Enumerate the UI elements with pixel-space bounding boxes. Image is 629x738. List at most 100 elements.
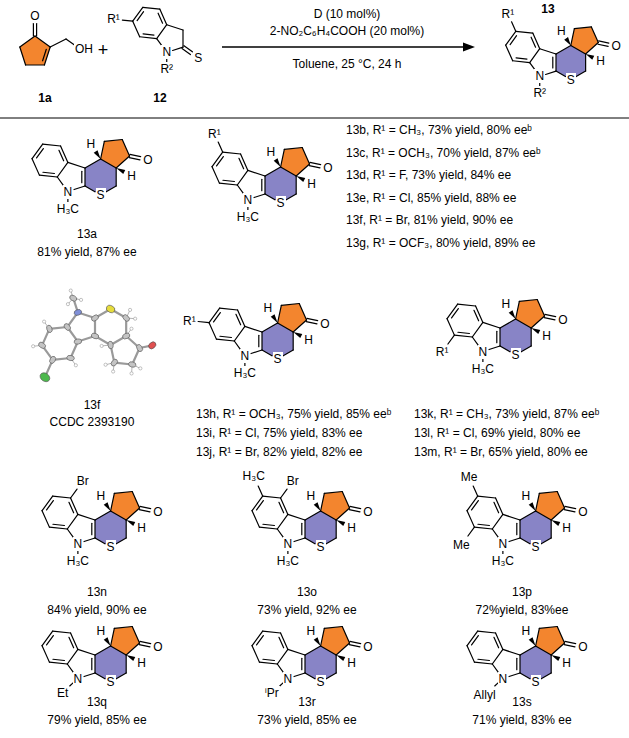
xray-hydrogen: [66, 303, 69, 306]
xray-atom: [122, 313, 131, 322]
bond-line: [263, 631, 281, 633]
bond-line: [104, 140, 122, 142]
bond-line: [239, 158, 244, 169]
bond-line: [251, 350, 262, 354]
atom-label: R¹: [182, 314, 197, 328]
bond-line: [516, 523, 517, 535]
bond-line: [536, 646, 552, 655]
bond-line: [458, 304, 476, 306]
atom-label: O: [362, 505, 373, 519]
bond-line: [551, 655, 552, 673]
bond-line: [43, 49, 47, 61]
bond-line: [198, 322, 209, 323]
bond-line: [516, 301, 520, 319]
wedge-bond: [551, 520, 560, 526]
atom-label: H₃C: [66, 554, 90, 568]
bond-line: [116, 538, 126, 544]
bond-line: [122, 140, 129, 156]
xray-hydrogen: [134, 317, 137, 320]
bond-line: [536, 493, 540, 511]
bond-line: [310, 162, 321, 164]
atom-label: N: [283, 672, 294, 686]
bond-line: [71, 498, 78, 514]
bond-line: [223, 152, 241, 154]
bond-line: [281, 149, 285, 167]
bond-line: [302, 148, 309, 164]
bond-line: [541, 673, 551, 679]
bond-line: [296, 164, 309, 176]
bond-line: [111, 493, 115, 511]
bond-line: [520, 673, 530, 679]
substrate-entry: 13h, R¹ = OCH₃, 75% yield, 85% eeᵇ: [195, 407, 392, 421]
ring-fill: [111, 492, 140, 520]
bond-line: [252, 631, 263, 646]
atom-label: S: [106, 675, 116, 689]
condition-text: D (10 mol%): [313, 7, 382, 21]
bond-line: [94, 655, 95, 673]
bond-line: [71, 489, 77, 498]
yield-text: 73% yield, 92% ee: [256, 603, 357, 617]
atom-label: H₃C: [233, 366, 257, 380]
atom-label: O: [322, 161, 333, 175]
substrate-entry: 13m, R¹ = Br, 65% yield, 80% ee: [413, 445, 589, 459]
atom-label: O: [142, 153, 153, 167]
bond-line: [47, 636, 54, 645]
bond-line: [91, 658, 92, 670]
bond-line: [262, 350, 272, 356]
bond-line: [509, 538, 520, 542]
bond-line: [126, 508, 139, 520]
bond-line: [263, 659, 274, 660]
atom-label: H: [96, 624, 107, 638]
wedge-bond: [116, 168, 125, 174]
atom-label: S: [316, 540, 326, 554]
ring-fill: [20, 36, 50, 65]
atom-label: H: [306, 624, 317, 638]
bond-line: [492, 649, 503, 664]
bond-line: [557, 627, 564, 643]
atom-label: O: [577, 640, 588, 654]
ring-fill: [101, 140, 130, 168]
atom-label: N: [243, 193, 254, 207]
bond-line: [552, 57, 553, 68]
bond-line: [57, 162, 68, 177]
substrate-entry: 13c, R¹ = OCH₃, 70% yield, 87% eeᵇ: [345, 146, 542, 160]
bond-line: [173, 47, 183, 50]
bond-line: [257, 636, 264, 645]
atom-label: Br: [76, 474, 90, 488]
atom-label: S: [531, 540, 541, 554]
bond-line: [182, 30, 183, 47]
wedge-bond: [314, 502, 321, 511]
bond-line: [78, 514, 95, 520]
atom-label: S: [106, 540, 116, 554]
wedge-bond: [314, 637, 321, 646]
bond-line: [278, 323, 294, 332]
xray-hydrogen: [104, 363, 107, 366]
bond-line: [472, 636, 479, 645]
bond-line: [305, 538, 315, 544]
bond-line: [546, 71, 556, 74]
bond-line: [598, 44, 608, 46]
xray-atom: [110, 358, 119, 367]
bond-line: [565, 641, 576, 643]
bond-line: [531, 316, 544, 328]
wedge-bond: [336, 520, 345, 526]
bond-line: [139, 645, 150, 647]
atom-label: N: [498, 672, 509, 686]
bond-line: [281, 304, 299, 306]
xray-atom: [38, 371, 51, 384]
bond-line: [336, 643, 349, 655]
compound-number: 12: [152, 91, 167, 105]
bond-line: [531, 37, 535, 47]
xray-atom: [107, 341, 113, 349]
bond-line: [342, 627, 349, 643]
bond-line: [494, 637, 499, 648]
compound-number: 13q: [86, 695, 108, 709]
wedge-bond: [586, 54, 595, 60]
bond-line: [137, 12, 143, 21]
bond-line: [516, 31, 533, 33]
yield-text: 71% yield, 83% ee: [471, 713, 572, 727]
bond-line: [350, 506, 361, 508]
bond-line: [53, 524, 64, 525]
bond-line: [586, 43, 599, 54]
bond-line: [530, 49, 540, 63]
